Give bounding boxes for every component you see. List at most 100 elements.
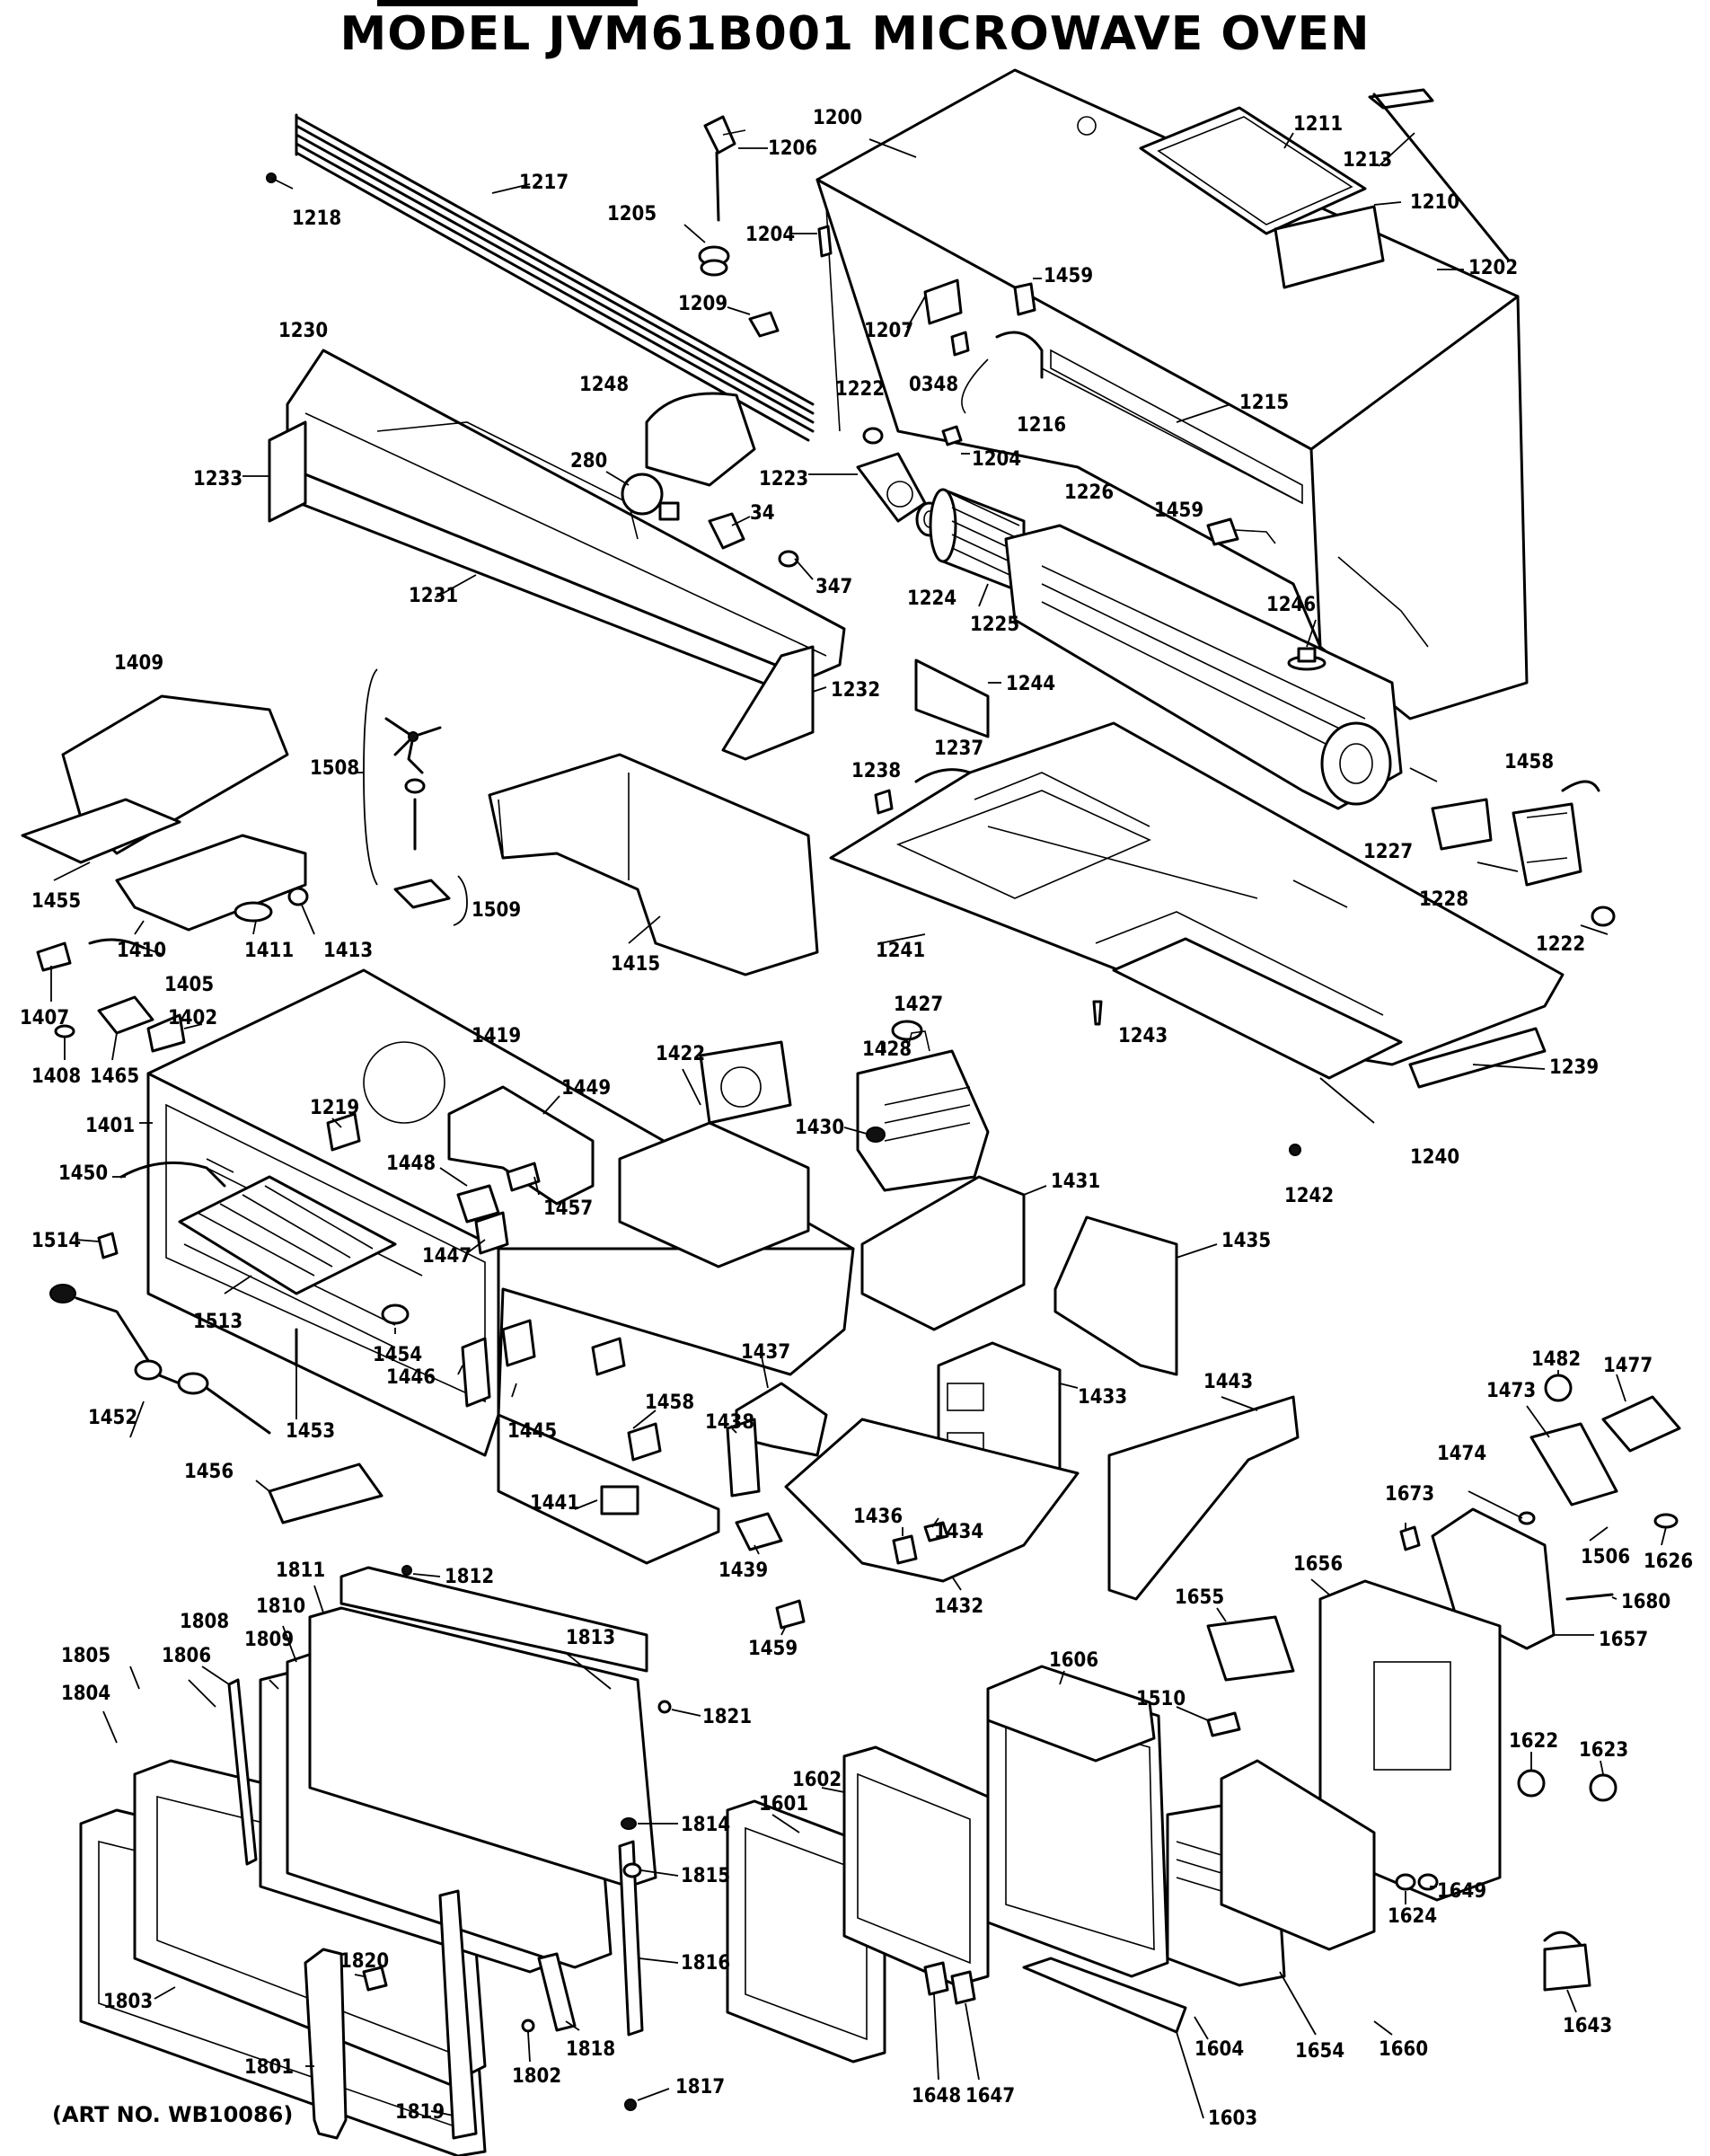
filter-1240	[1112, 937, 1403, 1080]
clip-1820	[362, 1966, 388, 1992]
clip-1407	[36, 941, 72, 972]
nut-1624	[1395, 1873, 1416, 1891]
bracket-1447	[474, 1211, 509, 1255]
callout-1673: 1673	[1385, 1483, 1434, 1506]
bracket-bracket-1509	[453, 875, 468, 926]
bracket-1410	[115, 834, 307, 932]
callout-1602: 1602	[792, 1769, 842, 1791]
callout-1419: 1419	[472, 1025, 521, 1047]
callout-1211: 1211	[1293, 113, 1343, 136]
bar-1510	[1206, 1711, 1241, 1737]
callout-1238: 1238	[851, 760, 901, 782]
callout-1226: 1226	[1064, 482, 1114, 504]
shield-1435	[1053, 1215, 1178, 1376]
harness-1216	[961, 331, 1044, 414]
screw-1218	[266, 172, 294, 190]
callout-1218: 1218	[292, 208, 341, 230]
callout-1805: 1805	[61, 1645, 110, 1667]
callout-1802: 1802	[512, 2065, 561, 2088]
callout-1603: 1603	[1208, 2107, 1257, 2130]
callout-1459-c: 1459	[748, 1638, 798, 1660]
clip-1434	[923, 1521, 949, 1542]
callout-1604: 1604	[1194, 2038, 1244, 2061]
callout-1422: 1422	[656, 1043, 705, 1065]
bracket-1402	[146, 1013, 186, 1053]
bracket-1448	[456, 1184, 500, 1224]
screw-1243	[1092, 1000, 1103, 1026]
bracket-bracket-1508	[363, 668, 378, 886]
screw-1812	[401, 1565, 412, 1576]
clip-1438	[726, 1418, 761, 1498]
callout-1474: 1474	[1437, 1443, 1486, 1465]
washer-1649	[1417, 1873, 1439, 1891]
choke-1811	[308, 1606, 657, 1888]
callout-1801: 1801	[244, 2056, 294, 2079]
callout-1447: 1447	[422, 1245, 472, 1268]
rail-1813	[339, 1566, 648, 1673]
plate-1465	[97, 995, 154, 1035]
callout-1459-a: 1459	[1044, 265, 1093, 287]
callout-1449: 1449	[561, 1077, 611, 1100]
shield-1456	[268, 1462, 383, 1524]
callout-1222-b: 1222	[1536, 933, 1585, 956]
callout-1506: 1506	[1581, 1546, 1630, 1568]
callout-1459-b: 1459	[1154, 499, 1203, 522]
board-1660	[1220, 1759, 1376, 1951]
callout-1434: 1434	[934, 1521, 983, 1543]
callout-1433: 1433	[1078, 1386, 1127, 1409]
clip-1204-b	[941, 425, 963, 446]
bracket-1443	[1107, 1395, 1300, 1601]
callout-1215: 1215	[1239, 392, 1289, 414]
callout-1430: 1430	[795, 1117, 844, 1139]
callout-1428: 1428	[862, 1038, 912, 1061]
callout-labels: 1200 1211 1213 1206 1217 1218 1205 1204 …	[20, 107, 1693, 2130]
washer-1408	[54, 1024, 75, 1038]
nut-1474	[1518, 1511, 1536, 1525]
callout-1657: 1657	[1599, 1629, 1648, 1651]
callout-1606: 1606	[1049, 1649, 1098, 1672]
holder-1413	[287, 887, 309, 906]
callout-1244: 1244	[1006, 673, 1055, 695]
callout-1815: 1815	[681, 1865, 730, 1887]
switch-1459-c	[775, 1599, 806, 1630]
switch-1623	[1589, 1773, 1617, 1802]
callout-1649: 1649	[1437, 1880, 1486, 1903]
callout-1231: 1231	[409, 585, 458, 607]
switch-1445	[501, 1319, 536, 1367]
screw-1817	[624, 2099, 637, 2111]
shield-1449	[447, 1085, 595, 1206]
plate-1455	[21, 798, 181, 864]
callout-1458-b: 1458	[645, 1392, 694, 1414]
callout-1401: 1401	[85, 1115, 135, 1137]
wire-1450	[119, 1161, 226, 1188]
callout-1456: 1456	[184, 1461, 234, 1483]
nut-347	[778, 550, 799, 568]
callout-1809: 1809	[244, 1629, 294, 1651]
callout-1817: 1817	[675, 2076, 725, 2099]
callout-1453: 1453	[286, 1420, 335, 1443]
callout-1655: 1655	[1175, 1586, 1224, 1609]
sensor-1454	[381, 1303, 410, 1325]
callout-1465: 1465	[90, 1065, 139, 1088]
trim-1819	[438, 1889, 478, 2140]
clip-1204-a	[817, 225, 833, 258]
fuse-1411	[234, 901, 273, 923]
callout-1803: 1803	[103, 1991, 153, 2013]
callout-1812: 1812	[445, 1566, 494, 1588]
callout-1427: 1427	[894, 994, 943, 1016]
callout-1643: 1643	[1563, 2015, 1612, 2037]
ring-1427	[891, 1020, 923, 1041]
lamp-cover-1248	[645, 392, 756, 487]
screw-1242	[1289, 1144, 1301, 1156]
callout-1626: 1626	[1644, 1551, 1693, 1573]
callout-1648: 1648	[912, 2085, 961, 2107]
callout-1810: 1810	[256, 1595, 305, 1618]
trim-1603	[1022, 1957, 1187, 2034]
harness-1643	[1543, 1931, 1591, 1992]
callout-1210: 1210	[1410, 191, 1459, 214]
base-1432	[784, 1418, 1080, 1583]
callout-1230: 1230	[278, 320, 328, 342]
spring-1237	[914, 768, 972, 783]
stirrer-motor-1422	[618, 1040, 810, 1268]
callout-1219: 1219	[310, 1097, 359, 1119]
